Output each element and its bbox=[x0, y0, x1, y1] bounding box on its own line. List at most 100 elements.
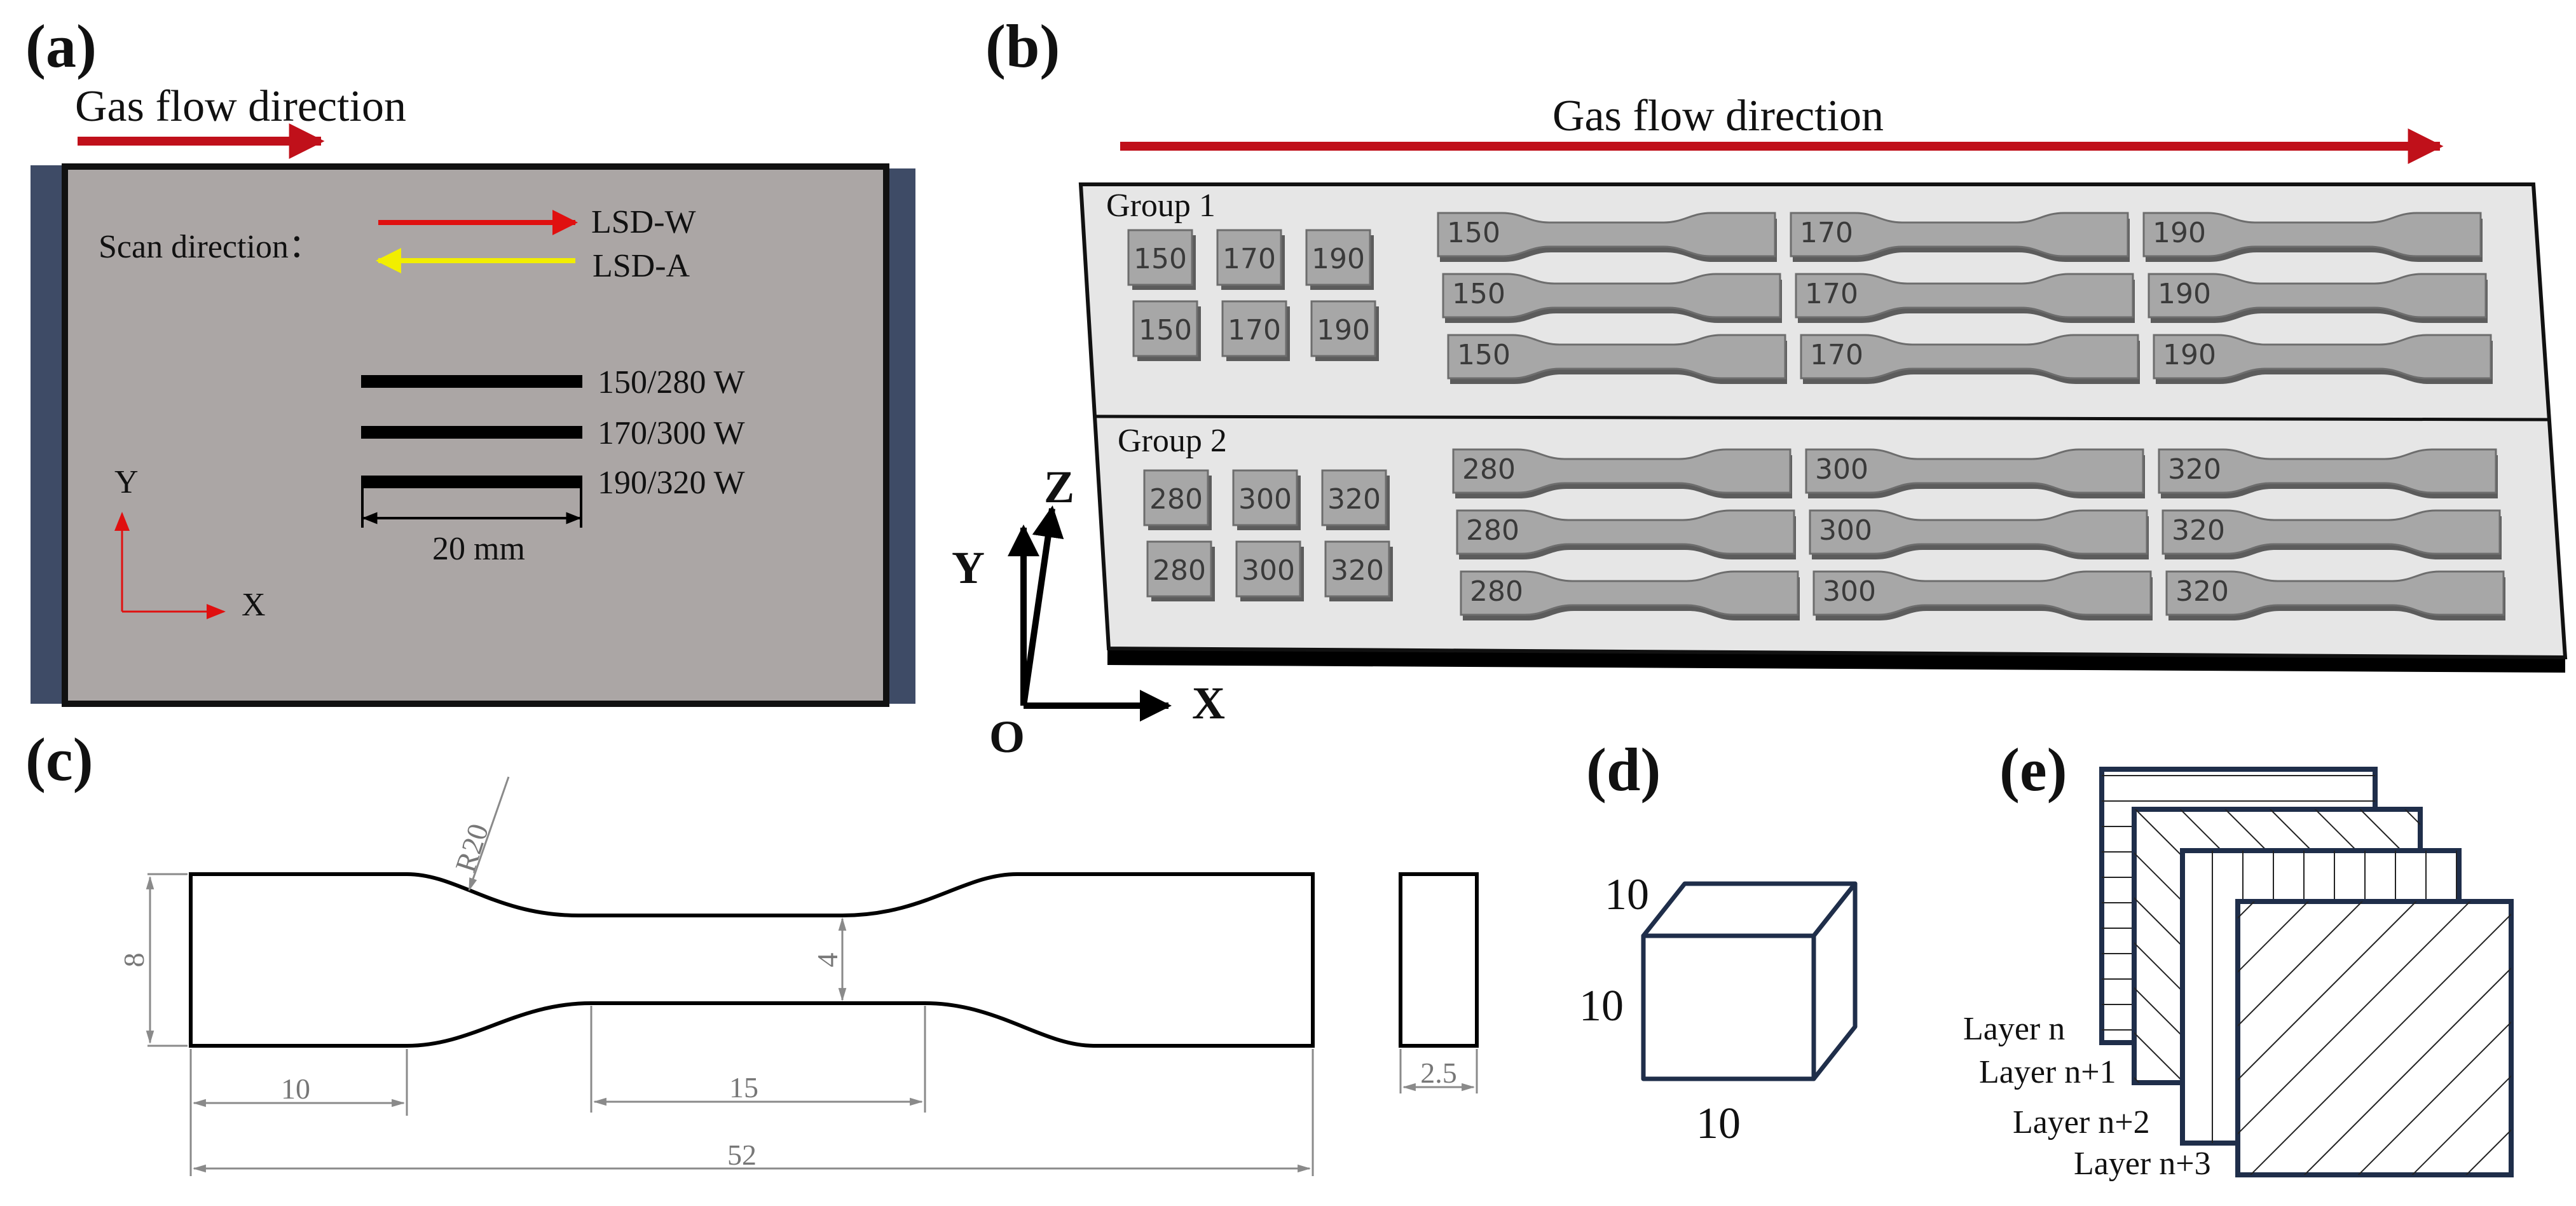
panel-e-label: (e) bbox=[1999, 736, 2067, 804]
tensile-specimen: 280 bbox=[1452, 448, 1792, 498]
panel-a: (a) Gas flow direction Scan direction： L… bbox=[25, 12, 915, 707]
tensile-specimen: 170 bbox=[1790, 212, 2130, 262]
tensile-specimen: 150 bbox=[1437, 212, 1777, 262]
specimen-label: 320 bbox=[2175, 575, 2229, 608]
specimen-label: 300 bbox=[1815, 453, 1868, 486]
axis-z-label-b: Z bbox=[1044, 462, 1074, 512]
cube-sample: 300 bbox=[1235, 540, 1304, 601]
cube-label: 150 bbox=[1139, 314, 1192, 346]
gas-flow-label-a: Gas flow direction bbox=[75, 82, 406, 131]
cube-sample: 280 bbox=[1143, 469, 1212, 530]
specimen-label: 190 bbox=[2158, 278, 2211, 310]
tensile-specimen: 170 bbox=[1795, 273, 2135, 323]
specimen-label: 150 bbox=[1447, 217, 1500, 249]
gauge-width-label: 4 bbox=[811, 953, 844, 968]
specimen-label: 280 bbox=[1470, 575, 1523, 608]
origin-label-b: O bbox=[989, 711, 1025, 762]
track-1 bbox=[361, 375, 582, 388]
cube-label: 320 bbox=[1327, 483, 1381, 516]
group-2-cubes: 280 300 320 280 300 320 bbox=[1143, 469, 1393, 601]
group-2-title: Group 2 bbox=[1118, 423, 1227, 459]
specimen-label: 190 bbox=[2163, 339, 2216, 371]
radius-label: R20 bbox=[449, 819, 495, 876]
cube-sample bbox=[1641, 881, 1858, 1081]
cube-label: 170 bbox=[1228, 314, 1281, 346]
layer-n1-label: Layer n+1 bbox=[1979, 1054, 2116, 1090]
cube-bottom-dim: 10 bbox=[1696, 1099, 1741, 1148]
specimen-label: 150 bbox=[1457, 339, 1511, 371]
lsd-w-label: LSD-W bbox=[591, 204, 696, 240]
axis-y-label-b: Y bbox=[952, 542, 985, 593]
axis-x-label-b: X bbox=[1192, 678, 1225, 729]
tensile-specimen: 320 bbox=[2162, 509, 2502, 559]
cube-sample: 320 bbox=[1321, 469, 1390, 530]
tensile-specimen: 320 bbox=[2158, 448, 2498, 498]
tensile-specimen: 300 bbox=[1809, 509, 2149, 559]
cube-sample: 190 bbox=[1305, 229, 1374, 290]
tensile-specimen: 190 bbox=[2153, 334, 2493, 384]
axis-y-label-a: Y bbox=[114, 464, 139, 500]
gas-flow-label-b: Gas flow direction bbox=[1552, 92, 1884, 140]
cube-label: 300 bbox=[1238, 483, 1292, 516]
tensile-specimen: 150 bbox=[1442, 273, 1782, 323]
cube-sample: 300 bbox=[1232, 469, 1301, 530]
left-clamp bbox=[31, 165, 67, 704]
specimen-label: 170 bbox=[1800, 217, 1853, 249]
specimen-label: 300 bbox=[1823, 575, 1876, 608]
height-label: 8 bbox=[118, 953, 150, 968]
layer-n2-label: Layer n+2 bbox=[2013, 1104, 2150, 1141]
total-length-label: 52 bbox=[727, 1139, 757, 1171]
panel-e: (e) Layer n Layer n+1 Layer n+2 Layer n+… bbox=[1963, 736, 2514, 1182]
track-1-label: 150/280 W bbox=[598, 364, 745, 401]
grip-length-label: 10 bbox=[281, 1072, 310, 1105]
cube-sample: 170 bbox=[1216, 229, 1285, 290]
panel-c: (c) R20 8 4 10 15 52 bbox=[25, 725, 1479, 1176]
cube-sample: 280 bbox=[1146, 540, 1215, 601]
layer-n3-label: Layer n+3 bbox=[2074, 1146, 2211, 1182]
layer-n-label: Layer n bbox=[1963, 1011, 2065, 1047]
tensile-specimen: 320 bbox=[2165, 570, 2505, 620]
axis-x-label-a: X bbox=[242, 587, 266, 623]
group-2-specimens: 280 300 320 280 300 320 280 300 320 bbox=[1452, 448, 2505, 620]
panel-b-label: (b) bbox=[985, 12, 1060, 80]
cube-label: 280 bbox=[1149, 483, 1203, 516]
gauge-length-label: 15 bbox=[729, 1071, 758, 1104]
group-divider bbox=[1095, 415, 2551, 421]
track-3-label: 190/320 W bbox=[598, 465, 745, 501]
tensile-specimen: 300 bbox=[1812, 570, 2153, 620]
cube-sample: 150 bbox=[1132, 300, 1201, 361]
cube-sample: 190 bbox=[1310, 300, 1379, 361]
specimen-label: 150 bbox=[1452, 278, 1505, 310]
specimen-label: 280 bbox=[1466, 514, 1519, 547]
cube-left-dim: 10 bbox=[1579, 982, 1624, 1031]
panel-d: (d) 10 10 10 bbox=[1579, 736, 1858, 1148]
tensile-specimen: 190 bbox=[2142, 212, 2483, 262]
cube-label: 150 bbox=[1134, 243, 1187, 275]
track-3 bbox=[361, 476, 582, 488]
specimen-label: 320 bbox=[2172, 514, 2225, 547]
track-2-label: 170/300 W bbox=[598, 415, 745, 451]
cube-label: 280 bbox=[1153, 554, 1206, 587]
panel-d-label: (d) bbox=[1586, 736, 1661, 804]
cube-sample: 320 bbox=[1324, 540, 1393, 601]
tensile-specimen: 150 bbox=[1447, 334, 1787, 384]
specimen-label: 170 bbox=[1805, 278, 1858, 310]
axis-z-arrow-b bbox=[1020, 505, 1064, 706]
cube-top-dim: 10 bbox=[1605, 870, 1649, 919]
specimen-label: 280 bbox=[1462, 453, 1516, 486]
tensile-specimen: 280 bbox=[1460, 570, 1800, 620]
specimen-label: 320 bbox=[2168, 453, 2221, 486]
tensile-specimen: 190 bbox=[2148, 273, 2488, 323]
panel-a-label: (a) bbox=[25, 12, 97, 80]
tensile-specimen: 170 bbox=[1800, 334, 2140, 384]
specimen-label: 170 bbox=[1810, 339, 1863, 371]
group-1-cubes: 150 170 190 150 170 190 bbox=[1127, 229, 1379, 361]
specimen-thickness-view bbox=[1399, 872, 1479, 1048]
cube-label: 170 bbox=[1223, 243, 1276, 275]
thickness-label: 2.5 bbox=[1420, 1057, 1457, 1089]
group-1-specimens: 150 170 190 150 170 190 150 170 190 bbox=[1437, 212, 2493, 384]
cube-label: 190 bbox=[1317, 314, 1370, 346]
specimen-label: 300 bbox=[1819, 514, 1872, 547]
panel-c-label: (c) bbox=[25, 725, 93, 793]
